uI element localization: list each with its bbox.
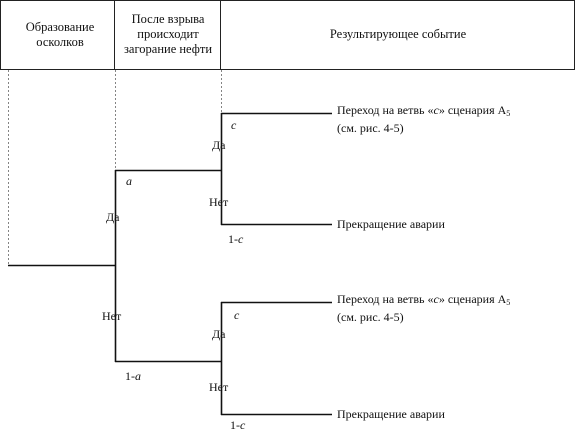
prob-a-label: a bbox=[126, 174, 132, 188]
transition-var: c bbox=[433, 103, 439, 117]
outcome-termination-upper: Прекращение аварии bbox=[337, 217, 445, 231]
no-label-ignition-lower: Нет bbox=[209, 380, 229, 394]
transition-ref: (см. рис. 4-5) bbox=[337, 310, 404, 324]
prob-1a-var: a bbox=[135, 369, 141, 383]
prob-c-lower-label: c bbox=[234, 308, 240, 322]
yes-label-ignition-upper: Да bbox=[212, 138, 226, 152]
no-label-ignition-upper: Нет bbox=[209, 195, 229, 209]
header-oil-ignition: После взрыва происходит загорание нефти bbox=[123, 12, 213, 56]
outcome-termination-lower: Прекращение аварии bbox=[337, 407, 445, 421]
transition-sub: 5 bbox=[506, 109, 511, 118]
outcome-transition-lower: Переход на ветвь «c» сценария А5 (см. ри… bbox=[337, 292, 510, 325]
yes-label-ignition-lower: Да bbox=[212, 327, 226, 341]
prob-1c-upper-prefix: 1- bbox=[228, 232, 238, 246]
prob-1a-prefix: 1- bbox=[125, 369, 135, 383]
prob-1c-upper-var: c bbox=[238, 232, 244, 246]
prob-c-upper-label: c bbox=[231, 118, 237, 132]
transition-mid: » сценария А bbox=[438, 103, 507, 117]
outcome-transition-upper: Переход на ветвь «c» сценария А5 (см. ри… bbox=[337, 103, 510, 136]
header-fragment-formation: Образование осколков bbox=[25, 20, 95, 49]
transition-sub: 5 bbox=[506, 298, 511, 307]
no-label-fragments: Нет bbox=[102, 309, 122, 323]
prob-1c-lower-label: 1-c bbox=[230, 418, 245, 432]
transition-prefix: Переход на ветвь « bbox=[337, 103, 434, 117]
transition-mid: » сценария А bbox=[438, 292, 507, 306]
prob-1a-label: 1-a bbox=[125, 369, 141, 383]
prob-1c-upper-label: 1-c bbox=[228, 232, 243, 246]
transition-var: c bbox=[433, 292, 439, 306]
prob-1c-lower-prefix: 1- bbox=[230, 418, 240, 432]
header-resulting-event: Результирующее событие bbox=[329, 27, 467, 41]
transition-prefix: Переход на ветвь « bbox=[337, 292, 434, 306]
prob-1c-lower-var: c bbox=[240, 418, 246, 432]
transition-ref: (см. рис. 4-5) bbox=[337, 121, 404, 135]
yes-label-fragments: Да bbox=[106, 210, 120, 224]
